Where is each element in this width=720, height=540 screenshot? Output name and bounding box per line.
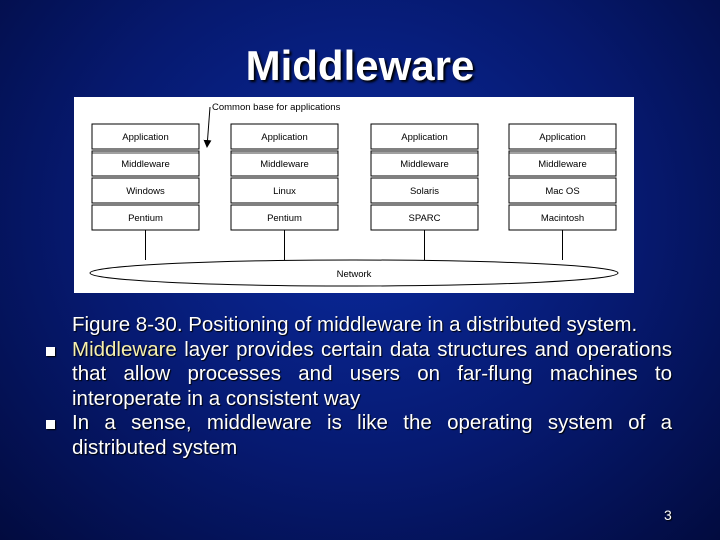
- slide-title: Middleware: [245, 42, 475, 89]
- bullet-item-1: Middleware layer provides certain data s…: [46, 338, 672, 412]
- slide-body: Figure 8-30. Positioning of middleware i…: [46, 313, 672, 460]
- bullet-square-icon: [46, 346, 55, 356]
- middleware-box-label: Middleware: [538, 159, 587, 170]
- os-box-label: Solaris: [410, 186, 439, 197]
- hardware-box: [370, 204, 479, 231]
- middleware-box: [91, 150, 200, 177]
- hardware-box: [91, 204, 200, 231]
- diagram-canvas: Common base for applications Application…: [89, 102, 619, 287]
- application-box-label: Application: [261, 132, 307, 143]
- hardware-box-label: Pentium: [267, 213, 302, 224]
- os-box: [91, 177, 200, 204]
- application-box: [508, 123, 617, 150]
- hardware-box: [508, 204, 617, 231]
- page-number: 3: [664, 507, 672, 523]
- middleware-box-label: Middleware: [260, 159, 309, 170]
- os-box-label: Windows: [126, 186, 165, 197]
- application-box-label: Application: [401, 132, 447, 143]
- bullet-square-icon: [46, 420, 55, 429]
- hardware-box-label: Pentium: [128, 213, 163, 224]
- middleware-diagram: Common base for applications Application…: [74, 97, 634, 293]
- application-box-label: Application: [122, 132, 168, 143]
- os-box: [508, 177, 617, 204]
- bullet-2-text: In a sense, middleware is like the opera…: [72, 411, 672, 459]
- os-box: [230, 177, 339, 204]
- application-box-label: Application: [539, 132, 585, 143]
- bullet-1-highlight: Middleware: [72, 337, 177, 361]
- common-base-arrow: [203, 106, 212, 148]
- application-box: [91, 123, 200, 150]
- middleware-box-label: Middleware: [121, 159, 170, 170]
- network-label: Network: [337, 269, 372, 280]
- hardware-box-label: Macintosh: [541, 213, 584, 224]
- bullet-item-2: In a sense, middleware is like the opera…: [46, 411, 672, 460]
- middleware-box-label: Middleware: [400, 159, 449, 170]
- common-base-label: Common base for applications: [212, 102, 341, 113]
- figure-caption-text: Figure 8-30. Positioning of middleware i…: [72, 313, 638, 336]
- os-box: [370, 177, 479, 204]
- middleware-box: [230, 150, 339, 177]
- os-box-label: Mac OS: [545, 186, 579, 197]
- network-ellipse: [89, 259, 619, 287]
- application-box: [230, 123, 339, 150]
- middleware-box: [370, 150, 479, 177]
- bullet-1-text: layer provides certain data structures a…: [72, 337, 672, 410]
- middleware-box: [508, 150, 617, 177]
- os-box-label: Linux: [273, 186, 296, 197]
- figure-caption: Figure 8-30. Positioning of middleware i…: [46, 313, 672, 338]
- application-box: [370, 123, 479, 150]
- hardware-box-label: SPARC: [408, 213, 440, 224]
